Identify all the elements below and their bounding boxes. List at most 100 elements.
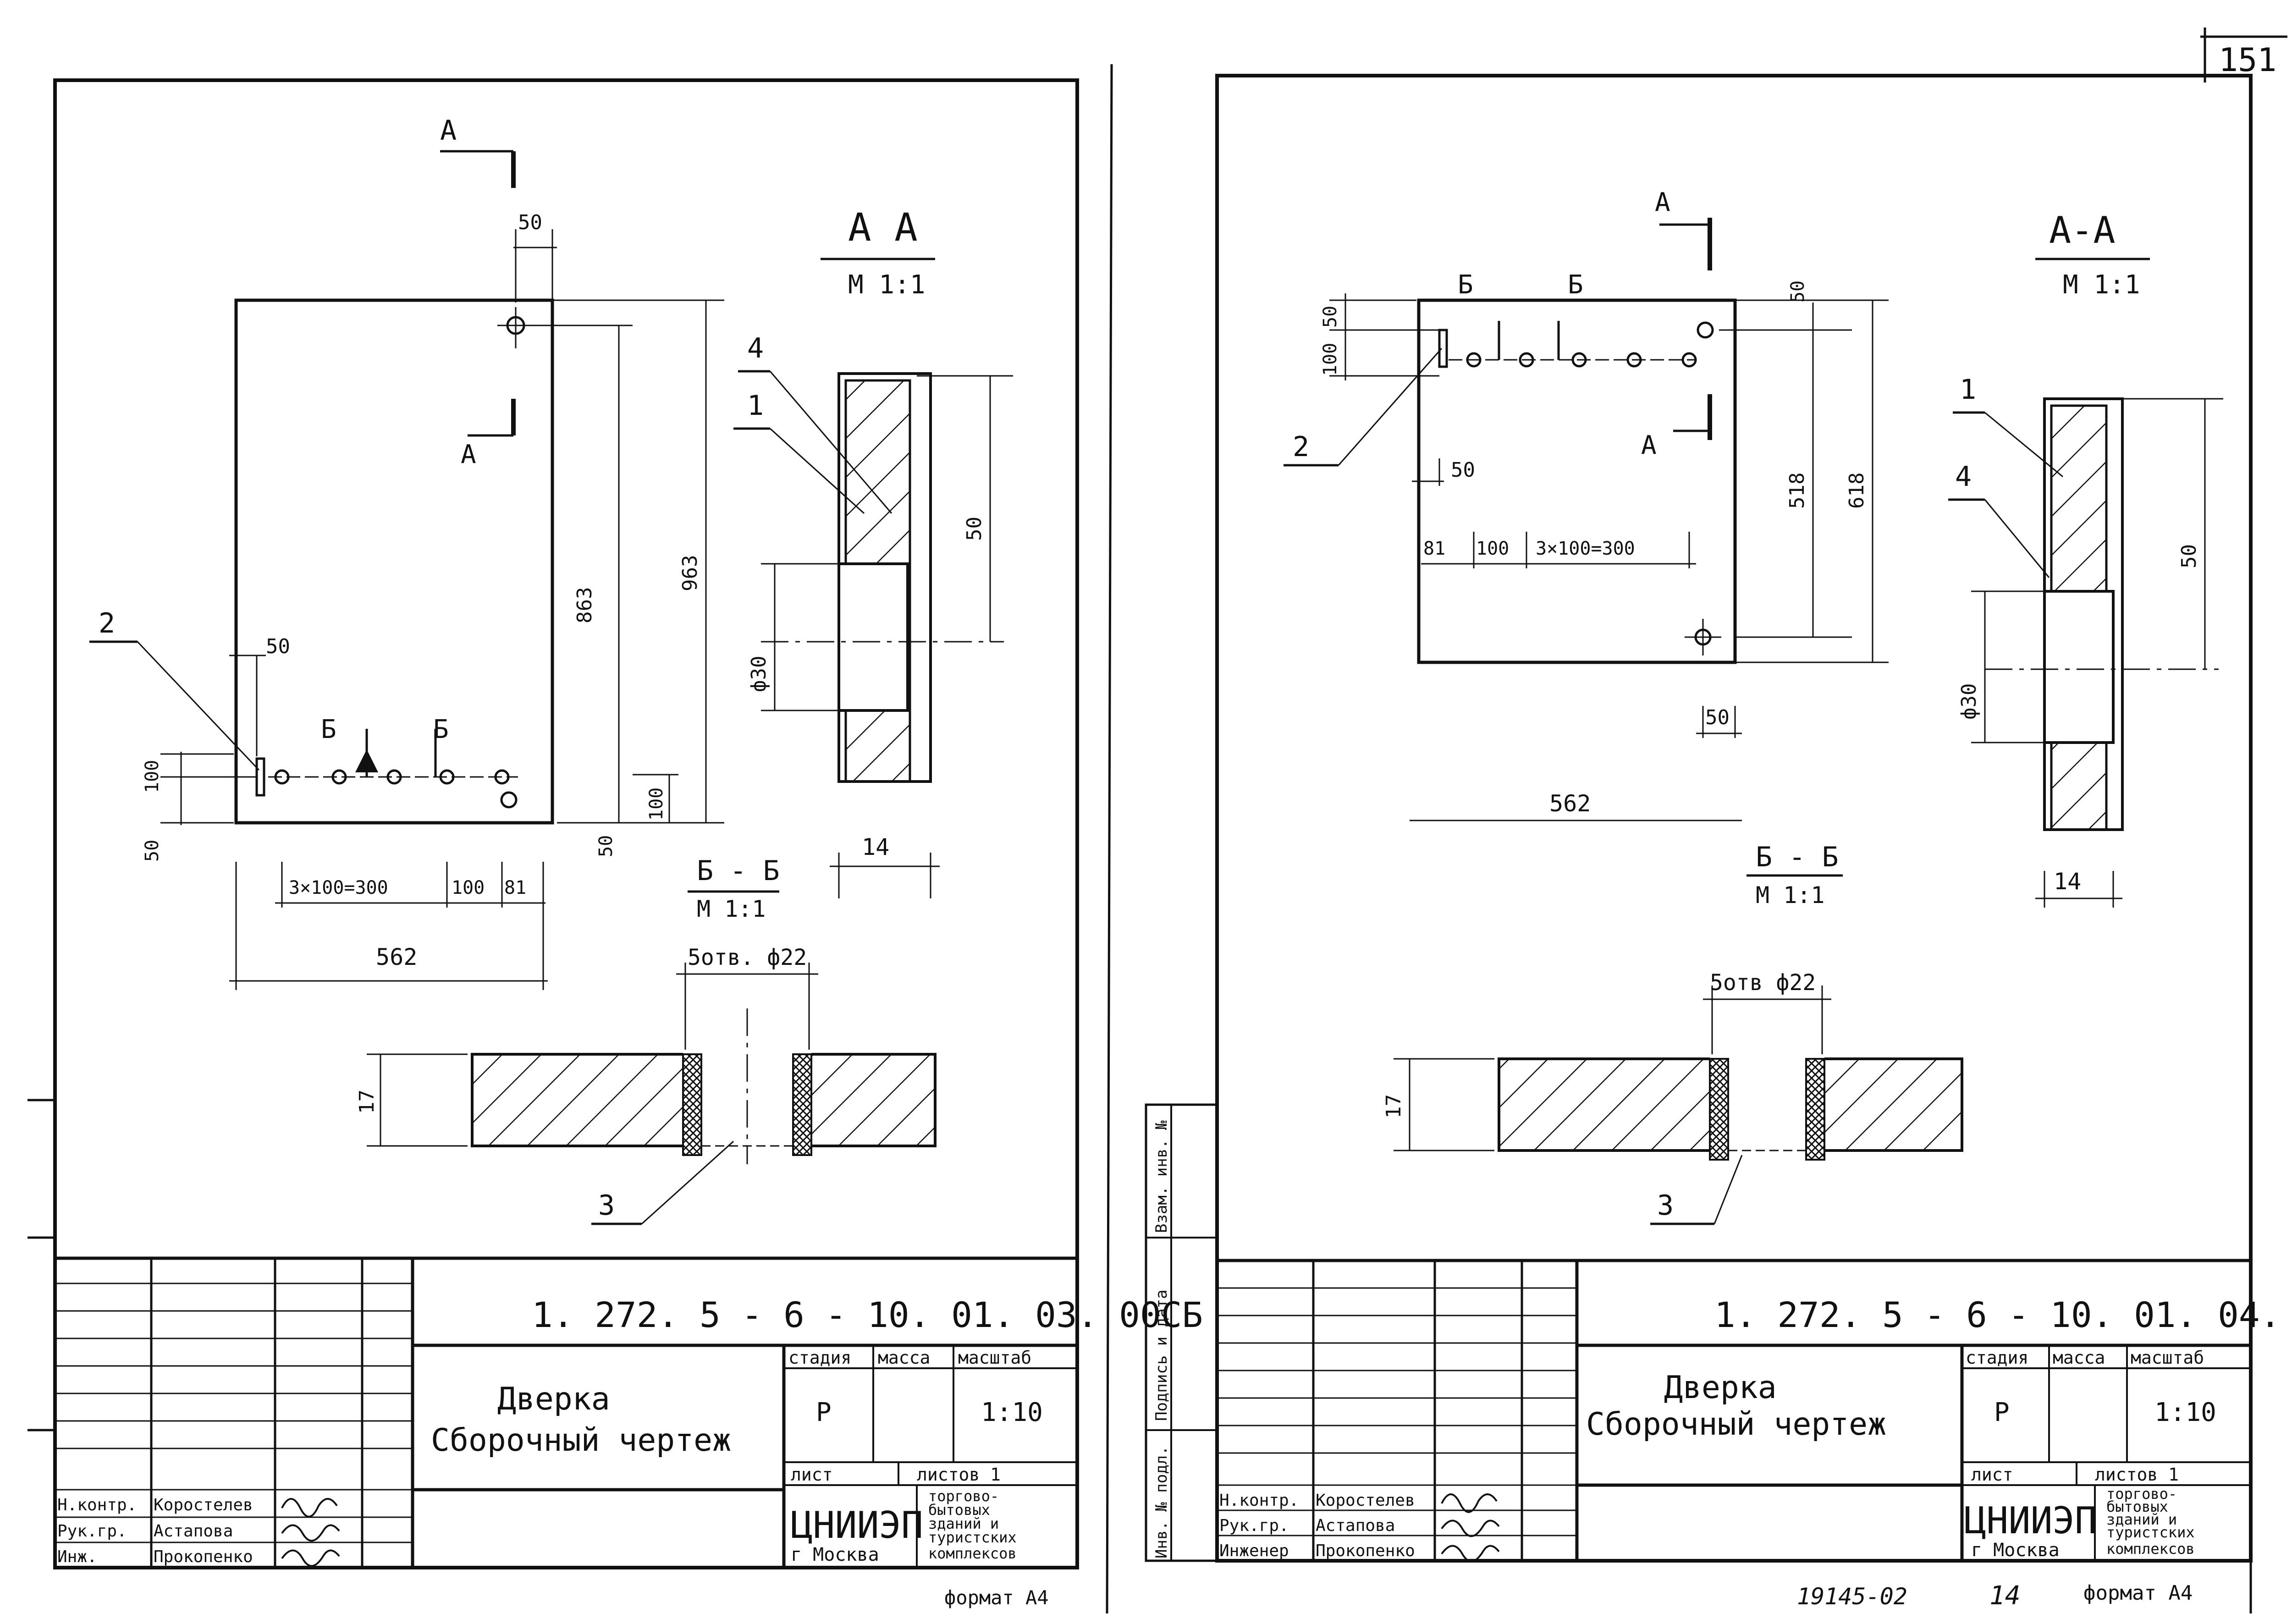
section-bb-title: Б - Б — [697, 855, 780, 887]
dim-300-r: 3×100=300 — [1536, 538, 1635, 559]
tb-r-dept-3: зданий и — [2106, 1511, 2177, 1528]
tb-org: ЦНИИЭП — [791, 1504, 923, 1547]
tb-r-dept-2: бытовых — [2106, 1498, 2168, 1515]
part-4-label: 4 — [747, 332, 764, 364]
signature-r-2 — [1441, 1519, 1500, 1537]
section-aa-r-title: А-А — [2049, 209, 2116, 252]
drawing-code-left: 1. 272. 5 - 6 - 10. 01. 03. 00СБ — [532, 1294, 1203, 1335]
tb-r-dept-4: туристских — [2106, 1524, 2195, 1541]
cut-b-label-1: Б — [321, 715, 336, 744]
title-line1-right: Дверка — [1664, 1370, 1777, 1406]
dim-100-bottom: 100 — [452, 877, 485, 898]
tb-r-role-1: Н.контр. — [1219, 1491, 1299, 1510]
dim-963: 963 — [678, 555, 702, 591]
side-stamp: Взам. инв. № Подпись и дата Инв. № подл. — [1145, 1103, 1218, 1562]
sheet-right: Взам. инв. № Подпись и дата Инв. № подл.… — [1145, 74, 2292, 1613]
dim-phi30-r: ф30 — [1957, 683, 1981, 720]
tb-r-org: ЦНИИЭП — [1964, 1499, 2097, 1542]
tb-r-sheets-head: листов 1 — [2095, 1464, 2179, 1485]
signature-r-3 — [1441, 1545, 1500, 1563]
signature-1 — [281, 1498, 338, 1518]
sheet-divider — [1106, 64, 1113, 1614]
title-block-left: 1. 272. 5 - 6 - 10. 01. 03. 00СБ Дверка … — [53, 1256, 1203, 1609]
tb-name-2: Астапова — [154, 1522, 233, 1541]
tb-role-3: Инж. — [57, 1547, 97, 1566]
section-aa-right: А-А М 1:1 50 ф30 14 1 4 — [1948, 209, 2223, 908]
dim-3x100: 3×100=300 — [289, 877, 388, 898]
tb-r-dept-5: комплексов — [2106, 1540, 2195, 1558]
tb-city: г Москва — [791, 1544, 879, 1565]
bottom-note: 19145-02 — [1797, 1583, 1907, 1610]
tb-r-scale-head: масштаб — [2131, 1348, 2204, 1368]
tb-r-scale: 1:10 — [2154, 1398, 2216, 1427]
page-number: 151 — [2219, 41, 2276, 79]
section-bb-r-title: Б - Б — [1756, 841, 1839, 873]
dim-holes-r: 5отв ф22 — [1710, 970, 1816, 996]
section-aa-left: А А М 1:1 50 ф30 14 4 1 — [733, 205, 1013, 898]
tb-dept-5: комплексов — [928, 1545, 1017, 1562]
section-aa-scale: М 1:1 — [848, 270, 926, 300]
cut-b-r1: Б — [1458, 270, 1473, 300]
tb-r-city: г Москва — [1971, 1540, 2060, 1561]
tb-scale: 1:10 — [981, 1398, 1043, 1427]
tb-name-1: Коростелев — [154, 1496, 253, 1514]
dim-50-hole: 50 — [266, 635, 290, 658]
door-plan-view-right: Б Б А А 50 100 50 2 — [1284, 187, 1889, 821]
dim-17: 17 — [355, 1090, 379, 1114]
door-panel — [234, 298, 554, 825]
tb-r-mass-head: масса — [2053, 1348, 2105, 1368]
stamp-3: Инв. № подл. — [1152, 1446, 1171, 1558]
section-bb-left: Б - Б М 1:1 5отв. ф22 17 3 — [355, 855, 937, 1225]
dim-50-aa: 50 — [963, 517, 986, 541]
dim-50-aa-r: 50 — [2177, 544, 2201, 568]
dim-50-r-hole: 50 — [1451, 458, 1475, 482]
tb-r-stage: Р — [1994, 1398, 2010, 1427]
section-bb-scale: М 1:1 — [697, 896, 766, 922]
cut-a-r-top: А — [1655, 187, 1670, 217]
part-3-r: 3 — [1657, 1189, 1674, 1222]
dim-863: 863 — [573, 587, 596, 623]
dim-50-r-bottom: 50 — [1705, 706, 1730, 729]
bottom-num: 14 — [1989, 1581, 2020, 1611]
part-2-r: 2 — [1293, 431, 1309, 463]
part-1-r: 1 — [1960, 374, 1976, 406]
tb-r-role-2: Рук.гр. — [1219, 1516, 1289, 1535]
dim-50-r-left: 50 — [1320, 306, 1341, 328]
cut-a-label-top: А — [440, 115, 457, 147]
part-2-label: 2 — [99, 607, 115, 639]
cut-a-label-bottom: А — [461, 440, 476, 469]
tb-r-role-3: Инженер — [1219, 1541, 1289, 1560]
cut-a-r-bottom: А — [1641, 430, 1657, 460]
dim-100-r-left: 100 — [1320, 343, 1341, 376]
signature-r-1 — [1441, 1493, 1498, 1513]
dim-14-aa: 14 — [862, 834, 889, 860]
dim-562: 562 — [376, 944, 417, 970]
dim-562-r: 562 — [1549, 790, 1591, 817]
section-bb-right: Б - Б М 1:1 5отв ф22 17 3 — [1382, 841, 1963, 1225]
dim-17-r: 17 — [1382, 1094, 1405, 1118]
tb-name-3: Прокопенко — [154, 1547, 253, 1566]
stamp-2: Подпись и дата — [1152, 1289, 1171, 1421]
title-line2-left: Сборочный чертеж — [431, 1422, 731, 1459]
tb-dept-2: бытовых — [928, 1501, 990, 1519]
tb-r-dept-1: торгово- — [2106, 1485, 2177, 1503]
dim-100-left: 100 — [142, 760, 163, 793]
dim-618: 618 — [1845, 473, 1868, 509]
tb-r-stage-head: стадия — [1966, 1348, 2028, 1368]
handle-slot — [255, 757, 265, 797]
tb-mass-head: масса — [878, 1348, 930, 1368]
tb-r-name-1: Коростелев — [1316, 1491, 1415, 1510]
dim-518: 518 — [1785, 473, 1809, 509]
tb-role-2: Рук.гр. — [57, 1522, 127, 1541]
dim-50-left: 50 — [142, 840, 163, 862]
cut-b-label-2: Б — [433, 715, 449, 744]
dim-100-right: 100 — [646, 787, 667, 820]
dim-81: 81 — [504, 877, 526, 898]
door-plan-view-left: Б Б А А 50 863 963 100 50 — [89, 115, 724, 990]
drawing-code-right: 1. 272. 5 - 6 - 10. 01. 04. 00СБ — [1714, 1294, 2292, 1335]
tb-dept-1: торгово- — [928, 1487, 999, 1505]
tb-stage: Р — [816, 1398, 832, 1427]
tb-scale-head: масштаб — [958, 1348, 1031, 1368]
signature-3 — [281, 1549, 340, 1567]
